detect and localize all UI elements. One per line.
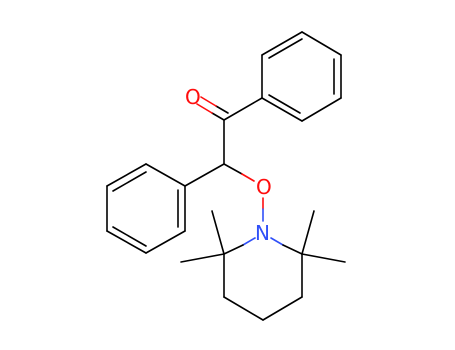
ether-oxygen-label: O bbox=[256, 175, 272, 199]
bond bbox=[215, 105, 229, 114]
bond bbox=[242, 237, 256, 246]
bond bbox=[262, 296, 303, 321]
tetramethylpiperidine-ring bbox=[223, 237, 303, 321]
bond bbox=[301, 31, 342, 56]
methyl-bond bbox=[301, 253, 346, 263]
bond bbox=[112, 171, 147, 192]
bond bbox=[261, 31, 303, 56]
bond bbox=[282, 244, 303, 255]
bond bbox=[270, 237, 284, 246]
bond bbox=[223, 296, 264, 321]
methyl-bond bbox=[211, 210, 225, 255]
bond bbox=[223, 244, 244, 255]
bond bbox=[268, 38, 303, 59]
methyl-bond bbox=[180, 253, 225, 263]
carbonyl-oxygen-label: O bbox=[185, 85, 201, 109]
bond bbox=[268, 94, 301, 114]
nitrogen-label: N bbox=[255, 221, 270, 245]
carbonyl-double-bond bbox=[196, 96, 229, 121]
bond bbox=[145, 163, 186, 187]
bond bbox=[184, 163, 225, 187]
bond bbox=[223, 163, 243, 175]
phenyl-ring bbox=[106, 163, 186, 254]
bond bbox=[301, 97, 342, 122]
bond bbox=[196, 103, 213, 114]
bond bbox=[200, 96, 217, 107]
methyl-groups bbox=[180, 210, 346, 263]
bond bbox=[112, 226, 147, 247]
bond bbox=[223, 97, 263, 121]
methyl-bond bbox=[301, 210, 315, 255]
bond bbox=[211, 112, 225, 121]
benzoyl-phenyl-ring bbox=[261, 31, 342, 122]
bond bbox=[106, 163, 147, 187]
bond bbox=[261, 97, 303, 122]
bond bbox=[241, 173, 255, 182]
bond bbox=[145, 230, 186, 254]
bond bbox=[106, 230, 147, 254]
